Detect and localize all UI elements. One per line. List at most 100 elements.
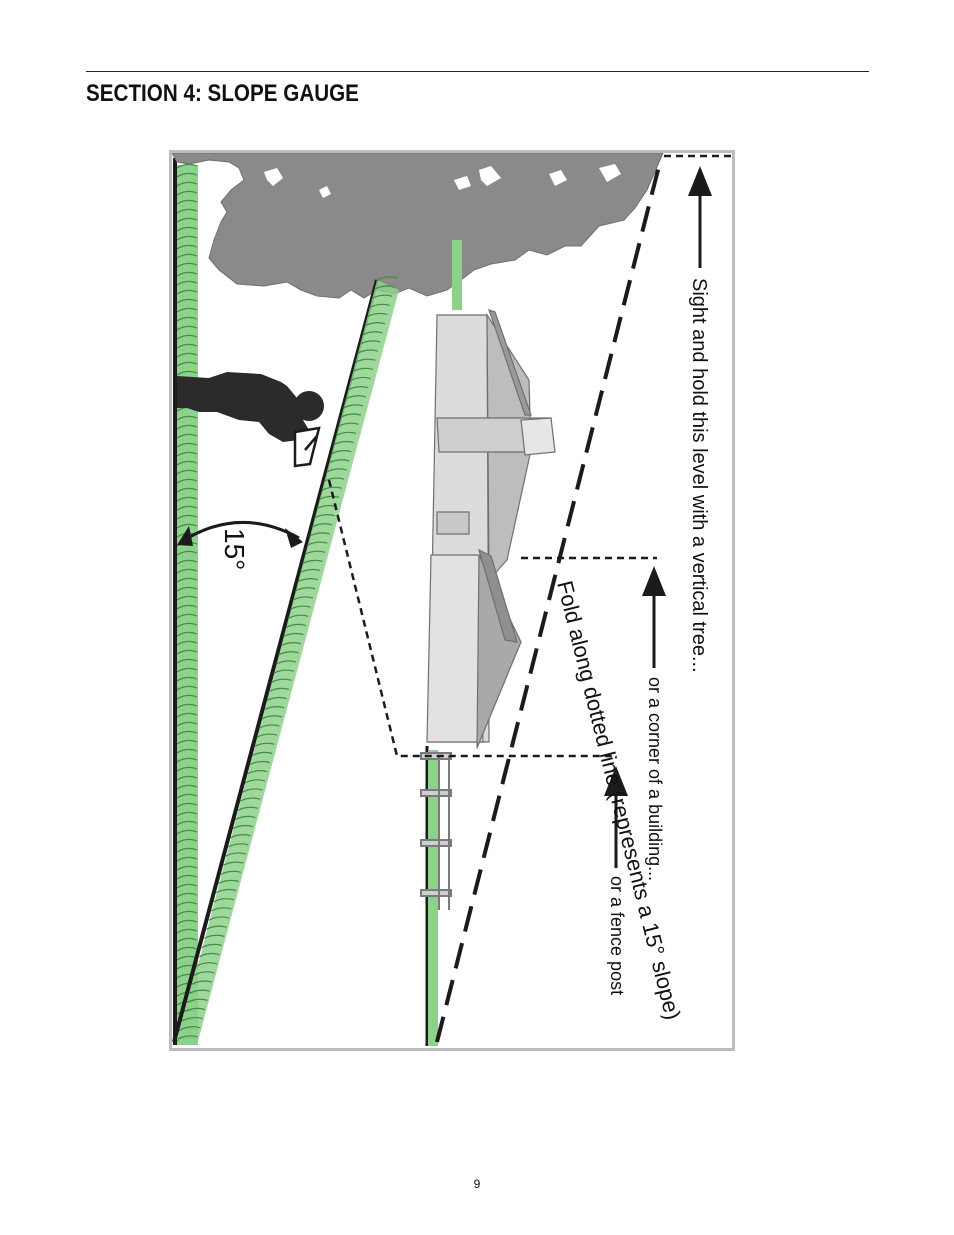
grass-blade [176, 514, 198, 520]
grass-blade [176, 829, 198, 835]
grass-blade [176, 334, 198, 340]
grass-blade [302, 559, 323, 565]
grass-blade [176, 901, 198, 907]
grass-blade [176, 721, 198, 727]
grass-blade [176, 847, 198, 853]
grass-blade [176, 712, 198, 718]
grass-blade [176, 775, 198, 781]
grass-blade [176, 604, 198, 610]
grass-blade [176, 370, 198, 376]
grass-blade [176, 487, 198, 493]
grass-blade [176, 244, 198, 250]
slope-gauge-illustration: 15° Fold along dotted line (represents a… [169, 150, 735, 1051]
grass-blade [176, 613, 198, 619]
grass-blade [176, 298, 198, 304]
grass-blade [355, 358, 376, 363]
grass-blade [220, 870, 242, 875]
angle-label: 15° [219, 528, 250, 570]
grass-blade [290, 605, 311, 610]
grass-blade [199, 952, 220, 958]
grass-blade [176, 874, 198, 880]
grass-blade [244, 779, 266, 784]
grass-tuft [452, 240, 462, 310]
grass-blade [323, 477, 345, 482]
page-number: 9 [473, 1177, 481, 1191]
grass-blade [206, 925, 227, 930]
grass-blade [176, 739, 198, 745]
grass-blade [247, 770, 268, 775]
grass-blade [176, 694, 198, 700]
grass-blade [176, 460, 198, 466]
grass-blade [176, 766, 198, 772]
grass-blade [176, 640, 198, 646]
grass-blade [239, 797, 261, 802]
grass-blade [283, 632, 304, 638]
grass-blade [176, 811, 198, 817]
grass-blade [376, 276, 398, 281]
grass-blade [176, 289, 198, 295]
grass-blade [176, 883, 198, 889]
grass-blade [176, 667, 198, 673]
tree-canopy-gaps [264, 164, 621, 198]
grass-blade [176, 415, 198, 421]
grass-blade [176, 316, 198, 322]
grass-blade [176, 685, 198, 691]
grass-blade [203, 934, 225, 939]
grass-blade [304, 550, 326, 555]
grass-blade [232, 824, 254, 830]
callout-fence-label: or a fence post [607, 876, 627, 995]
grass-blade [176, 676, 198, 682]
grass-blade [176, 478, 198, 484]
grass-blade [182, 1016, 203, 1022]
grass-blade [287, 614, 309, 619]
grass-blade [249, 760, 270, 766]
grass-blade [176, 325, 198, 331]
grass-blade [338, 422, 359, 427]
grass-blade [176, 595, 198, 601]
grass-blade [314, 514, 335, 519]
grass-blade [362, 331, 383, 336]
grass-blade [311, 523, 333, 528]
house [426, 309, 556, 749]
grass-blade [369, 303, 390, 308]
grass-blade [196, 962, 218, 967]
grass-strip-right [428, 750, 438, 1046]
grass-blade [176, 217, 198, 223]
grass-blade [254, 742, 275, 747]
grass-blade [237, 806, 258, 811]
grass-blade [191, 980, 213, 985]
grass-blade [176, 784, 198, 790]
grass-blade [176, 658, 198, 664]
grass-blade [309, 532, 330, 537]
grass-blade [176, 946, 198, 952]
grass-blade [176, 280, 198, 286]
grass-blade [176, 523, 198, 529]
grass-blade [176, 577, 198, 583]
grass-blade [176, 865, 198, 871]
grass-blade [176, 559, 198, 565]
grass-blade [176, 433, 198, 439]
grass-blade [177, 1035, 198, 1040]
grass-blade [176, 343, 198, 349]
grass-blade [273, 669, 294, 674]
grass-blade [194, 971, 215, 976]
grass-blade [261, 715, 282, 720]
grass-blade [278, 651, 299, 656]
grass-blade [359, 340, 381, 345]
grass-blade [263, 706, 285, 711]
grass-blade [225, 852, 246, 857]
grass-blade [176, 163, 198, 169]
grass-blade [280, 642, 302, 647]
grass-blade [176, 820, 198, 826]
grass-blade [176, 469, 198, 475]
grass-blade [343, 404, 364, 409]
grass-blade [176, 181, 198, 187]
grass-blade [184, 1007, 206, 1013]
grass-blade [176, 703, 198, 709]
grass-blade [271, 678, 292, 683]
grass-blade [176, 307, 198, 313]
grass-blade [176, 496, 198, 502]
grass-blade [319, 495, 340, 500]
grass-blade [256, 733, 278, 738]
grass-blade [176, 568, 198, 574]
